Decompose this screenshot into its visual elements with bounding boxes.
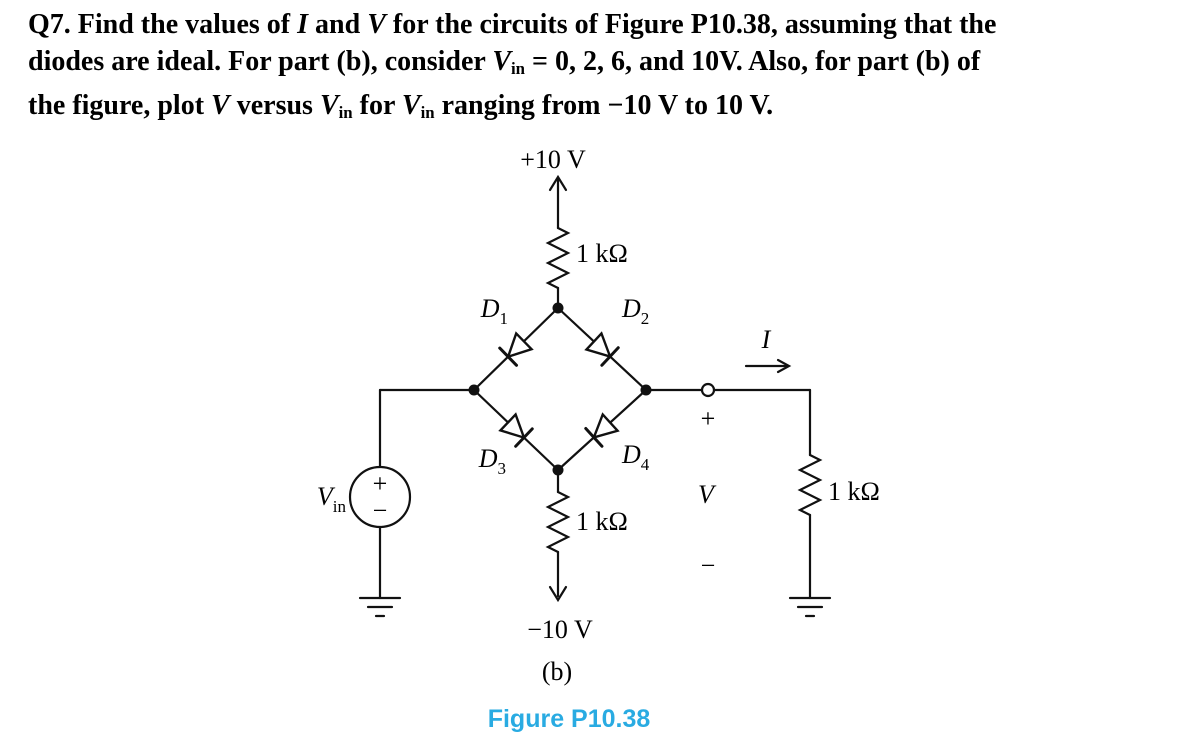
diode-d3-icon [498, 412, 534, 448]
output-minus-sign: − [701, 551, 716, 580]
problem-text-segment: V [367, 9, 386, 40]
ground-symbol-left [358, 596, 402, 618]
problem-text-segment: V [401, 90, 421, 122]
problem-text-segment: ranging from −10 V to 10 V. [434, 90, 774, 122]
ground-symbol-right [788, 596, 832, 618]
output-terminal [700, 382, 716, 398]
diode-d2-icon [584, 331, 620, 367]
diode-d4-icon [584, 412, 620, 448]
diode-triangle [498, 412, 526, 440]
problem-text-segment: V [211, 90, 230, 122]
diode-triangle [591, 412, 620, 440]
diode-d1-label: D1 [480, 294, 508, 328]
supply-bottom-label: −10 V [527, 615, 593, 644]
subfigure-label: (b) [542, 657, 572, 686]
diode-triangle [506, 331, 534, 359]
resistor-top-label: 1 kΩ [576, 239, 628, 268]
current-label: I [761, 325, 772, 354]
node-dot [552, 302, 564, 314]
source-minus-sign: − [373, 496, 388, 525]
supply-top-label: +10 V [520, 145, 586, 174]
diode-cathode-bar [514, 427, 534, 448]
problem-text-segment: for [352, 90, 402, 122]
resistor-right [797, 453, 823, 517]
problem-text-segment: in [338, 103, 353, 123]
diode-cathode-bar [584, 427, 604, 448]
problem-text-segment: in [511, 59, 526, 79]
problem-text-segment: V [492, 46, 512, 77]
current-arrowhead-icon [776, 358, 792, 374]
diode-cathode-bar [600, 346, 620, 367]
problem-text-segment: versus [229, 90, 320, 122]
resistor-top [545, 226, 571, 290]
problem-text-segment: in [420, 103, 435, 123]
problem-text-segment: the figure, plot [28, 90, 212, 122]
problem-text-segment: V [319, 90, 339, 122]
diode-d3-label: D3 [478, 444, 506, 478]
problem-line: Q7. Find the values of I and V for the c… [28, 6, 1178, 43]
diode-d2-label: D2 [621, 294, 649, 328]
arrowhead-down-icon [548, 585, 568, 603]
diode-d1-icon [498, 331, 534, 367]
problem-text-segment: for the circuits of Figure P10.38, assum… [385, 9, 997, 40]
figure-caption: Figure P10.38 [488, 705, 651, 733]
source-plus-sign: + [373, 469, 388, 498]
diode-triangle [584, 331, 613, 359]
problem-line: diodes are ideal. For part (b), consider… [28, 43, 1178, 87]
problem-text-segment: = 0, 2, 6, and 10V. Also, for part (b) o… [525, 46, 981, 77]
vin-label: Vin [317, 482, 347, 516]
problem-text-segment: Q7. Find the values of [28, 9, 298, 40]
diode-d4-label: D4 [621, 440, 650, 474]
resistor-bottom-label: 1 kΩ [576, 507, 628, 536]
resistor-bottom [545, 490, 571, 554]
problem-text-segment: I [297, 9, 309, 40]
problem-line: the figure, plot V versus Vin for Vin ra… [28, 87, 1178, 131]
problem-text: Q7. Find the values of I and V for the c… [28, 6, 1178, 131]
output-plus-sign: + [701, 404, 716, 433]
arrowhead-up-icon [548, 174, 568, 192]
resistor-right-label: 1 kΩ [828, 477, 880, 506]
diode-cathode-bar [498, 346, 519, 367]
output-voltage-label: V [698, 480, 717, 509]
problem-text-segment: and [308, 9, 368, 40]
problem-text-segment: diodes are ideal. For part (b), consider [28, 46, 493, 77]
